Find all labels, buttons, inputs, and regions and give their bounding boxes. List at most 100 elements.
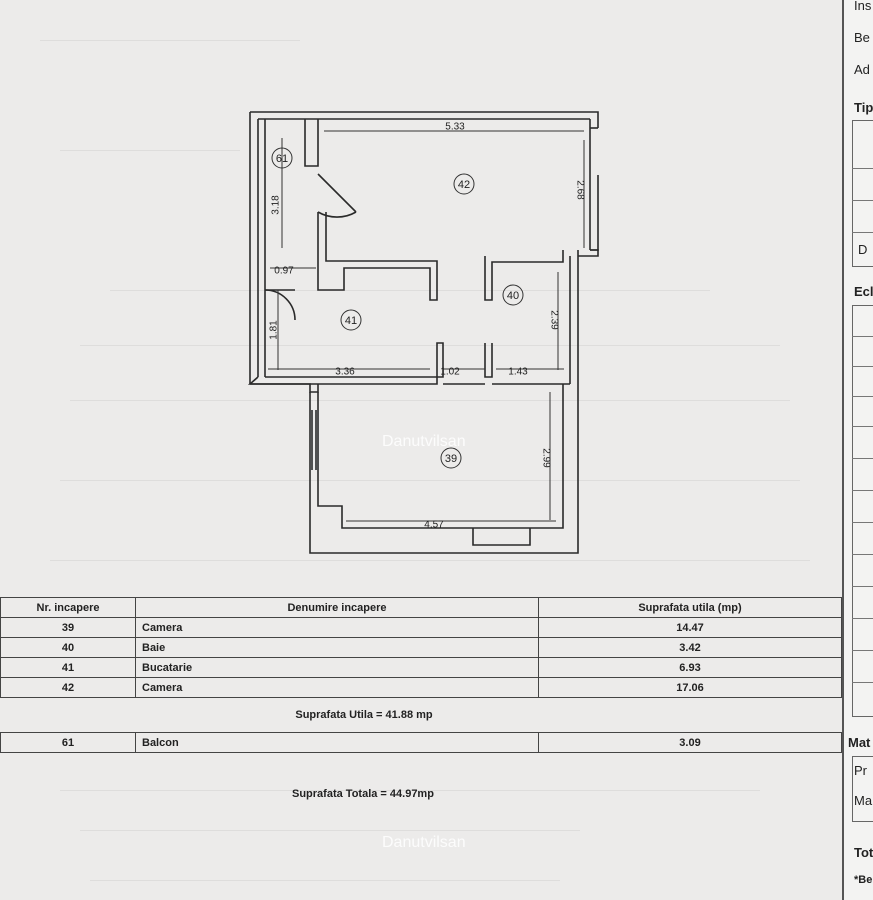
rp-divider (852, 586, 873, 587)
dimension-label: 5.33 (445, 122, 465, 133)
dimension-label: 2.39 (548, 310, 559, 330)
cell-area: 6.93 (538, 657, 842, 678)
rp-line: Pr (854, 763, 867, 778)
rp-divider (852, 426, 873, 427)
rp-box (852, 305, 873, 717)
balcony-row: 61 Balcon 3.09 (0, 732, 842, 753)
dimension-label: 4.57 (424, 520, 444, 531)
wall-room40-top (484, 250, 564, 301)
ghost-line (60, 150, 240, 151)
ghost-line (60, 790, 760, 791)
wall-right-step (578, 249, 599, 257)
header-area: Suprafata utila (mp) (538, 597, 842, 618)
table-row: 41 Bucatarie 6.93 (0, 657, 842, 678)
cell-name: Baie (135, 637, 539, 658)
ghost-line (80, 345, 780, 346)
ghost-line (60, 480, 800, 481)
rp-divider (852, 168, 873, 169)
room-marker-39: 39 (440, 447, 462, 469)
total-area: Suprafata Totala = 44.97mp (292, 788, 434, 800)
wall-room41-bottom (247, 342, 444, 385)
table-row: 39 Camera 14.47 (0, 617, 842, 638)
rp-divider (852, 682, 873, 683)
header-name: Denumire incapere (135, 597, 539, 618)
rp-heading: Ecl (854, 284, 873, 299)
rp-divider (852, 336, 873, 337)
dimension-label: 3.36 (335, 367, 355, 378)
rp-divider (852, 232, 873, 233)
dimension-label: 2.68 (574, 180, 585, 200)
rp-divider (852, 366, 873, 367)
cell-nr: 61 (0, 732, 136, 753)
table-row: 42 Camera 17.06 (0, 677, 842, 698)
table-row: 40 Baie 3.42 (0, 637, 842, 658)
door-leaf-61 (317, 173, 357, 213)
room-marker-61: 61 (271, 147, 293, 169)
cell-area: 14.47 (538, 617, 842, 638)
dimension-label: 0.97 (274, 266, 294, 277)
svg-text:40: 40 (507, 290, 519, 302)
cell-nr: 40 (0, 637, 136, 658)
wall-room41-top (317, 212, 438, 301)
svg-text:41: 41 (345, 315, 357, 327)
rp-heading: Tot (854, 845, 873, 860)
room-marker-41: 41 (340, 309, 362, 331)
subtotal-text: Suprafata Utila = 41.88 mp (295, 709, 433, 721)
rp-line: D (858, 242, 868, 257)
rp-line: Ad (854, 62, 870, 77)
rp-divider (852, 618, 873, 619)
header-nr: Nr. incapere (0, 597, 136, 618)
rp-heading: Mat (848, 735, 871, 750)
cell-nr: 42 (0, 677, 136, 698)
rp-line: Be (854, 30, 870, 45)
dimension-label: 1.43 (508, 367, 528, 378)
wall-room40-left (484, 343, 493, 378)
cell-name: Camera (135, 617, 539, 638)
rp-divider (852, 490, 873, 491)
wall-room39-left (317, 392, 473, 529)
ghost-line (50, 560, 810, 561)
rp-divider (852, 522, 873, 523)
table-header-row: Nr. incapere Denumire incapere Suprafata… (0, 597, 842, 618)
cell-area: 3.09 (538, 732, 842, 753)
rp-box (852, 756, 873, 822)
cell-name: Bucatarie (135, 657, 539, 678)
cell-name: Balcon (135, 732, 539, 753)
rp-box (852, 120, 873, 267)
ghost-line (90, 880, 560, 881)
wall-right-upper-outer (590, 175, 599, 251)
cell-nr: 41 (0, 657, 136, 678)
watermark-lower: Danutvilsan (382, 834, 466, 851)
rp-heading: Tip (854, 100, 873, 115)
ghost-line (40, 40, 300, 41)
cell-nr: 39 (0, 617, 136, 638)
rp-divider (852, 396, 873, 397)
cell-area: 3.42 (538, 637, 842, 658)
rp-divider (852, 650, 873, 651)
svg-text:42: 42 (458, 179, 470, 191)
rp-divider (852, 200, 873, 201)
rp-line: Ma (854, 793, 873, 808)
dimension-label: 1.02 (440, 367, 460, 378)
ghost-line (80, 830, 580, 831)
window-bottom (472, 528, 531, 546)
door-arc-61 (317, 211, 357, 218)
room-marker-42: 42 (453, 173, 475, 195)
wall-bottom-outer (309, 250, 579, 554)
wall-room39-right (473, 384, 564, 529)
door-arc-41 (264, 289, 296, 321)
cell-area: 17.06 (538, 677, 842, 698)
ghost-line (70, 400, 790, 401)
subtotal-row: Suprafata Utila = 41.88 mp (1, 698, 842, 733)
rp-divider (852, 458, 873, 459)
cell-name: Camera (135, 677, 539, 698)
dimension-label: 3.18 (271, 195, 282, 215)
right-panel: Ins Be Ad Tip D Ecl Mat Pr Ma Tot *Be (842, 0, 873, 900)
rp-divider (852, 554, 873, 555)
svg-text:61: 61 (276, 153, 288, 165)
room-marker-40: 40 (502, 284, 524, 306)
rp-line: *Be (854, 874, 873, 886)
dimension-label: 2.99 (540, 448, 551, 468)
svg-text:39: 39 (445, 453, 457, 465)
